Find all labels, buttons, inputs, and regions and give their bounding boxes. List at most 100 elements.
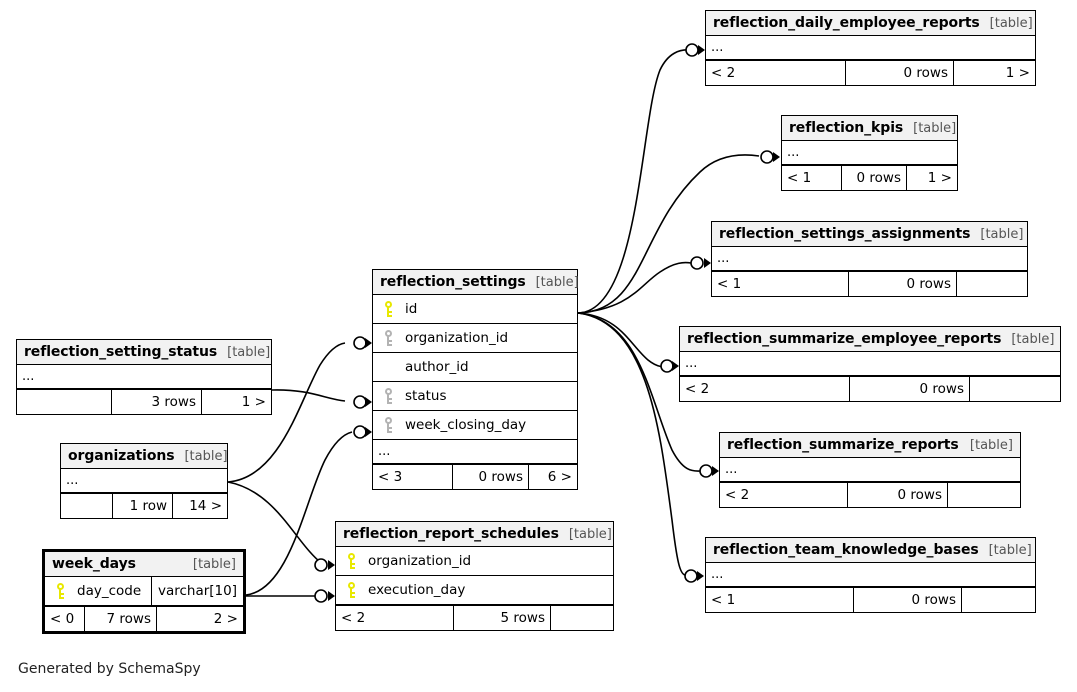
- footer-parents: < 2: [336, 606, 454, 630]
- footer-parents: < 2: [706, 61, 846, 85]
- table-header: reflection_setting_status [table]: [17, 340, 271, 365]
- column-name: author_id: [405, 358, 469, 375]
- footer-children: 1 >: [241, 394, 266, 410]
- table-footer: 1 row 14 >: [61, 493, 227, 518]
- table-reflection-setting-status[interactable]: reflection_setting_status [table] ... 3 …: [16, 339, 272, 415]
- footer-parents: < 3: [373, 465, 453, 489]
- table-organizations[interactable]: organizations [table] ... 1 row 14 >: [60, 443, 228, 519]
- column-name: execution_day: [368, 581, 466, 598]
- table-title: reflection_settings_assignments: [719, 225, 971, 242]
- ellipsis-row: ...: [373, 440, 577, 464]
- footer-parents: < 0: [45, 607, 85, 631]
- table-header: week_days [table]: [45, 552, 243, 577]
- table-footer: < 1 0 rows 1 >: [782, 165, 957, 190]
- foreign-key-icon: [373, 330, 403, 346]
- footer-rows: 0 rows: [453, 465, 529, 489]
- column-row-id[interactable]: id: [373, 295, 577, 324]
- table-reflection-team-knowledge-bases[interactable]: reflection_team_knowledge_bases [table] …: [705, 537, 1036, 613]
- table-title: reflection_summarize_reports: [727, 436, 959, 453]
- foreign-key-icon: [373, 388, 403, 404]
- table-footer: < 1 0 rows: [712, 271, 1027, 296]
- table-kind-label: [table]: [980, 226, 1024, 242]
- primary-key-icon: [336, 553, 366, 569]
- column-name: day_code: [77, 582, 142, 599]
- ellipsis-row: ...: [720, 458, 1020, 482]
- table-kind-label: [table]: [227, 344, 271, 360]
- table-kind-label: [table]: [989, 15, 1033, 31]
- footer-rows: 0 rows: [848, 483, 948, 507]
- column-name: week_closing_day: [405, 416, 527, 433]
- ellipsis-row: ...: [712, 247, 1027, 271]
- footer-rows: 0 rows: [846, 61, 954, 85]
- table-kind-label: [table]: [184, 448, 228, 464]
- footer-rows: 0 rows: [842, 166, 907, 190]
- column-row-status[interactable]: status: [373, 382, 577, 411]
- footer-children: 2 >: [213, 611, 238, 627]
- table-week-days[interactable]: week_days [table] day_code varchar[10] <…: [42, 549, 246, 634]
- footer-parents: < 2: [720, 483, 848, 507]
- footer-rows: 0 rows: [850, 377, 970, 401]
- column-row-organization-id[interactable]: organization_id: [336, 547, 613, 576]
- table-title: week_days: [52, 555, 136, 572]
- footer-rows: 1 row: [113, 494, 173, 518]
- table-reflection-report-schedules[interactable]: reflection_report_schedules [table] orga…: [335, 521, 614, 631]
- ellipsis-row: ...: [680, 352, 1060, 376]
- table-reflection-kpis[interactable]: reflection_kpis [table] ... < 1 0 rows 1…: [781, 115, 958, 191]
- footer-children: [957, 272, 1027, 296]
- table-reflection-settings[interactable]: reflection_settings [table] id organizat…: [372, 269, 579, 490]
- footer-children: [970, 377, 1060, 401]
- table-reflection-daily-employee-reports[interactable]: reflection_daily_employee_reports [table…: [705, 10, 1036, 86]
- table-header: reflection_daily_employee_reports [table…: [706, 11, 1035, 36]
- ellipsis-row: ...: [17, 365, 271, 389]
- table-footer: < 0 7 rows 2 >: [45, 606, 243, 631]
- table-reflection-summarize-reports[interactable]: reflection_summarize_reports [table] ...…: [719, 432, 1021, 508]
- table-title: reflection_settings: [380, 273, 526, 290]
- column-row-author-id[interactable]: author_id: [373, 353, 577, 382]
- footer-children: 1 >: [1005, 65, 1030, 81]
- primary-key-icon: [336, 582, 366, 598]
- table-reflection-settings-assignments[interactable]: reflection_settings_assignments [table] …: [711, 221, 1028, 297]
- footer-parents: < 1: [706, 588, 854, 612]
- ellipsis-row: ...: [61, 469, 227, 493]
- generated-by-caption: Generated by SchemaSpy: [18, 661, 201, 677]
- column-row-week-closing-day[interactable]: week_closing_day: [373, 411, 577, 440]
- footer-rows: 3 rows: [112, 390, 202, 414]
- table-title: reflection_kpis: [789, 119, 904, 136]
- table-title: reflection_report_schedules: [343, 525, 559, 542]
- table-kind-label: [table]: [1011, 331, 1055, 347]
- footer-children: 6 >: [547, 469, 572, 485]
- table-header: reflection_summarize_employee_reports [t…: [680, 327, 1060, 352]
- table-footer: < 2 0 rows: [680, 376, 1060, 401]
- table-footer: < 2 0 rows: [720, 482, 1020, 507]
- ellipsis-row: ...: [706, 563, 1035, 587]
- footer-children: 14 >: [189, 498, 222, 514]
- table-header: reflection_settings_assignments [table]: [712, 222, 1027, 247]
- footer-parents: [17, 390, 112, 414]
- table-kind-label: [table]: [192, 556, 236, 572]
- table-title: reflection_setting_status: [24, 343, 218, 360]
- column-row-organization-id[interactable]: organization_id: [373, 324, 577, 353]
- footer-parents: < 2: [680, 377, 850, 401]
- table-title: reflection_summarize_employee_reports: [687, 330, 1002, 347]
- column-row-execution-day[interactable]: execution_day: [336, 576, 613, 605]
- table-footer: < 3 0 rows 6 >: [373, 464, 577, 489]
- table-kind-label: [table]: [913, 120, 957, 136]
- table-reflection-summarize-employee-reports[interactable]: reflection_summarize_employee_reports [t…: [679, 326, 1061, 402]
- footer-children: [948, 483, 1020, 507]
- column-row-day-code[interactable]: day_code varchar[10]: [45, 577, 243, 606]
- table-footer: < 2 5 rows: [336, 605, 613, 630]
- table-kind-label: [table]: [969, 437, 1013, 453]
- table-footer: 3 rows 1 >: [17, 389, 271, 414]
- footer-rows: 0 rows: [849, 272, 957, 296]
- table-footer: < 1 0 rows: [706, 587, 1035, 612]
- footer-children: [962, 588, 1035, 612]
- table-title: reflection_team_knowledge_bases: [713, 541, 979, 558]
- table-footer: < 2 0 rows 1 >: [706, 60, 1035, 85]
- footer-parents: < 1: [782, 166, 842, 190]
- footer-parents: [61, 494, 113, 518]
- primary-key-icon: [45, 583, 75, 599]
- footer-parents: < 1: [712, 272, 849, 296]
- table-header: reflection_team_knowledge_bases [table]: [706, 538, 1035, 563]
- primary-key-icon: [373, 301, 403, 317]
- footer-children: 1 >: [927, 170, 952, 186]
